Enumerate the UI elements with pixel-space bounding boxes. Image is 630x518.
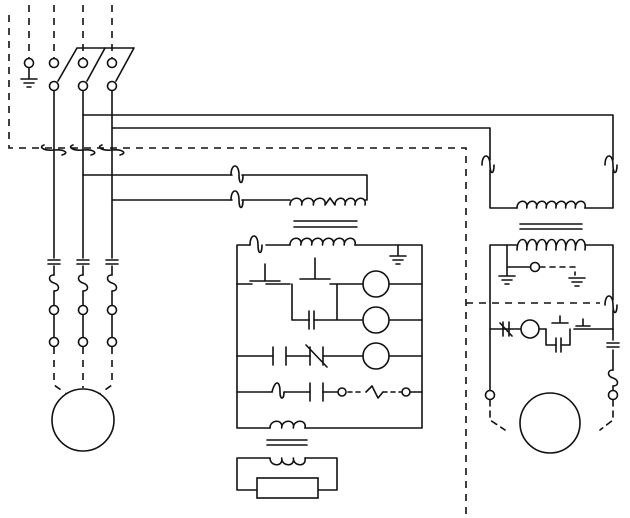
terminal [106, 336, 118, 348]
core-icon [519, 223, 583, 230]
fuse-icon [249, 235, 263, 254]
control-transformer [236, 197, 423, 429]
relay-coil [362, 342, 390, 370]
switch-terminal [77, 57, 89, 69]
switch-terminal [48, 80, 60, 92]
core-icon [293, 220, 358, 228]
terminal [48, 336, 60, 348]
ground-icon [498, 275, 516, 285]
primary-coil [289, 197, 366, 206]
motor-left [51, 347, 115, 452]
terminal [23, 57, 35, 69]
motor-leads [489, 399, 614, 431]
overload-heater-icon [48, 274, 60, 292]
overload-heater-icon [607, 369, 619, 387]
load-loop [236, 457, 338, 491]
fuse-icon [604, 155, 618, 174]
fuse-icon [481, 155, 495, 174]
pilot-transformer [484, 200, 620, 401]
motor-right [519, 392, 581, 454]
secondary-coil [516, 238, 586, 251]
heater-icon [271, 382, 285, 399]
current-transformer-icon [40, 144, 67, 156]
fuse-icon [230, 165, 244, 184]
contact-icon [555, 337, 562, 353]
ground-icon [20, 78, 38, 88]
terminal [607, 389, 619, 401]
ground-icon [20, 57, 38, 88]
contact-icon [272, 344, 328, 368]
right-motor-circuit [489, 315, 614, 454]
feeder-wire [82, 174, 368, 201]
contact-icon [47, 259, 61, 265]
relay-coil [520, 319, 540, 339]
dashed-enclosure-boundary [8, 15, 600, 518]
core-icon [266, 439, 308, 446]
dashed-link [539, 266, 576, 276]
pushbutton-seal-in [545, 315, 571, 346]
fuse-icon [230, 190, 244, 209]
terminal [48, 304, 60, 316]
seal-in-wire [291, 283, 423, 321]
feeder-wire [111, 127, 518, 209]
coil [269, 420, 306, 429]
terminal [77, 304, 89, 316]
pushbutton-icon [575, 318, 591, 327]
relay-coil [362, 270, 390, 298]
secondary-coil [289, 237, 356, 246]
contact-icon [105, 259, 119, 265]
current-transformer-icon [98, 144, 125, 156]
primary-coil [516, 200, 586, 209]
limit-switch-icon [365, 385, 384, 399]
wire [506, 244, 531, 276]
terminal [77, 336, 89, 348]
terminal [106, 304, 118, 316]
ladder-rails [236, 244, 423, 429]
switch-terminal [106, 57, 118, 69]
phase-conductors [40, 90, 125, 348]
control-ladder [236, 257, 423, 499]
ground-icon [389, 255, 407, 265]
start-pushbutton-icon [299, 257, 331, 280]
contact-icon [308, 310, 315, 330]
contact-icon [309, 382, 324, 402]
ground-icon [568, 277, 586, 287]
contact-icon [76, 259, 90, 265]
disconnect-switch [48, 47, 135, 92]
switch-terminal [106, 80, 118, 92]
secondary-wires [489, 244, 614, 396]
overload-heater-icon [106, 274, 118, 292]
overload-heater-icon [77, 274, 89, 292]
coil [269, 457, 306, 466]
terminal [529, 261, 541, 273]
fuse-icon [604, 295, 618, 314]
terminal [337, 387, 347, 397]
feeder-wire [82, 114, 614, 209]
terminal [484, 389, 496, 401]
stop-pushbutton-icon [249, 263, 281, 282]
relay-coil [362, 306, 390, 334]
contact-icon [606, 342, 620, 348]
terminal [401, 387, 411, 397]
current-transformer-icon [69, 144, 96, 156]
switch-terminal [77, 80, 89, 92]
overload-contact-icon [499, 321, 513, 337]
resistor-icon [256, 477, 319, 499]
switch-blade [57, 47, 135, 82]
feeder-wires [82, 114, 618, 209]
switch-terminal [48, 57, 60, 69]
incoming-supply-lines [28, 5, 113, 58]
